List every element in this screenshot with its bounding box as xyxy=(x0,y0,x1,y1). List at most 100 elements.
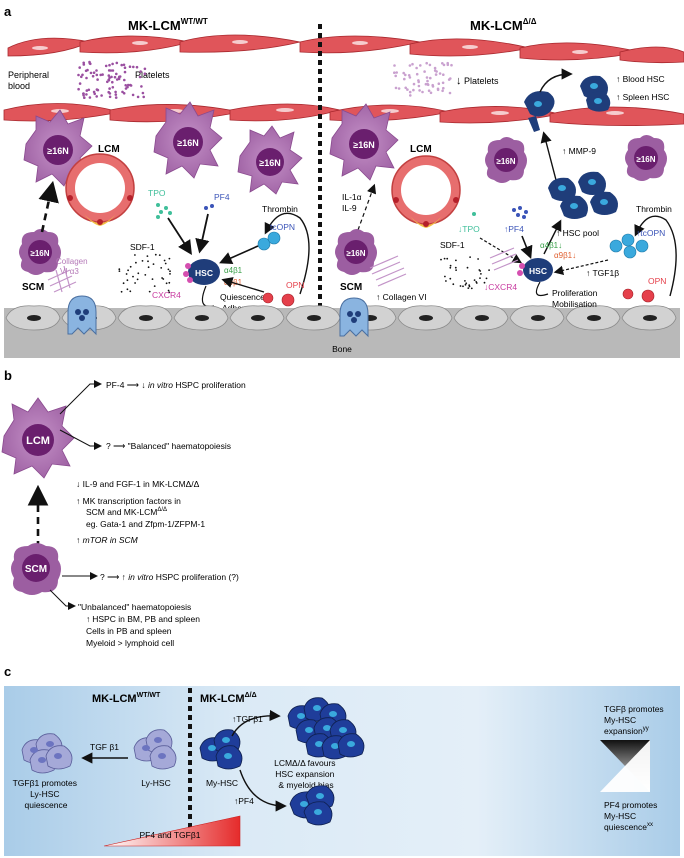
lcm-ploidy: ≥16N xyxy=(353,140,374,150)
endothelium-top xyxy=(7,34,684,64)
dot xyxy=(144,274,147,276)
tpo-dots-left xyxy=(156,203,172,219)
dot xyxy=(426,83,430,87)
pf4-arrow-right xyxy=(520,235,533,259)
mobilisation-label: Mobilisation xyxy=(552,299,597,309)
dot xyxy=(429,76,432,80)
dot xyxy=(397,87,401,90)
tgf-promotes-ly: TGFβ1 promotes Ly-HSC quiescence xyxy=(13,778,80,810)
my-hsc-nucleus xyxy=(323,725,331,731)
dot xyxy=(136,95,140,99)
dot xyxy=(433,66,437,70)
dot xyxy=(393,64,396,67)
lcm-cell-right: ≥16N xyxy=(237,125,303,195)
panel-c-label: c xyxy=(4,664,11,679)
tgfb-promotes-expansion: TGFβ promotes My-HSC expansionyy xyxy=(604,704,666,736)
dot xyxy=(82,63,86,66)
dot xyxy=(91,74,95,78)
dot xyxy=(118,268,121,271)
scm-to-lcm-arrow-right xyxy=(357,183,377,231)
tcopn-label-left: tcOPN xyxy=(270,222,295,232)
hsc-pool xyxy=(548,171,618,219)
dot xyxy=(408,90,412,94)
tgf-up-label: ↑TGFβ1 xyxy=(232,714,263,724)
pf4-label-left: PF4 xyxy=(214,192,230,202)
dot xyxy=(446,257,449,260)
dot xyxy=(128,65,132,68)
dot xyxy=(147,266,150,269)
thrombin-arrow-right xyxy=(634,215,677,297)
a4b1-right: α4β1↓ xyxy=(540,241,562,250)
pf4-up-arrow xyxy=(239,769,287,812)
il9-fgf1-line: ↓ IL-9 and FGF-1 in MK-LCMΔ/Δ xyxy=(76,479,200,489)
tcopn-label-right: ↑tcOPN xyxy=(636,228,665,238)
dot xyxy=(466,266,469,269)
tpo-arrow xyxy=(167,217,192,256)
dot xyxy=(92,71,96,74)
dot xyxy=(151,278,154,280)
dot xyxy=(126,288,129,291)
lcm-label-right: LCM xyxy=(410,144,432,155)
dot xyxy=(164,262,167,265)
dot xyxy=(141,260,144,262)
opn-balls-left xyxy=(262,292,295,307)
platelets-left xyxy=(77,60,147,99)
dot xyxy=(168,291,171,294)
dot xyxy=(441,89,444,93)
dot xyxy=(441,81,445,85)
dot xyxy=(117,77,121,81)
dot xyxy=(115,61,119,65)
dot xyxy=(444,275,446,278)
scm-cell-left: ≥16N xyxy=(19,229,61,275)
bone-cell-nucleus xyxy=(419,315,433,321)
dot xyxy=(441,62,444,65)
dot xyxy=(86,68,89,72)
my-hsc-nucleus xyxy=(339,727,347,733)
lcm-small-2: ≥16N xyxy=(625,135,667,181)
mmp9-label: ↑ MMP-9 xyxy=(562,146,596,156)
dot xyxy=(122,63,126,67)
tgf-up-arrow xyxy=(231,709,281,737)
cxcr4-label-right: ↓CXCR4 xyxy=(484,282,517,292)
dot xyxy=(120,290,123,293)
dot xyxy=(129,265,132,268)
dot xyxy=(118,270,121,272)
opn-arrow-left xyxy=(221,277,265,293)
dot xyxy=(107,74,111,77)
dot xyxy=(429,91,433,95)
dot xyxy=(168,257,171,260)
dot xyxy=(408,64,412,67)
pf4-dots-right xyxy=(512,206,528,219)
dot xyxy=(158,254,161,256)
quiescence-left: Quiescence xyxy=(220,292,265,302)
tcopn-balls-right xyxy=(609,233,649,259)
dot xyxy=(436,88,440,92)
tcopn-arrow-left xyxy=(219,245,259,264)
lcm-ploidy: ≥16N xyxy=(259,158,280,168)
scm-branch-down xyxy=(49,589,76,610)
left-title-c: MK-LCMWT/WT xyxy=(92,692,161,705)
dot xyxy=(161,277,164,279)
dot xyxy=(121,90,124,94)
sinusoid-left xyxy=(65,153,135,226)
dot xyxy=(95,88,99,91)
dot xyxy=(473,279,476,281)
dot xyxy=(449,77,452,80)
dot xyxy=(88,96,92,99)
dot xyxy=(163,259,166,262)
my-hsc-nucleus xyxy=(313,705,321,711)
dot xyxy=(409,94,412,97)
bone-cell-nucleus xyxy=(27,315,41,321)
platelets-down-arrow: ↓ xyxy=(456,75,462,87)
dot xyxy=(480,273,482,275)
dot xyxy=(120,63,123,67)
dot xyxy=(124,84,127,87)
dot xyxy=(454,266,457,269)
my-hsc-nucleus xyxy=(305,727,313,733)
dot xyxy=(152,263,155,265)
hsc-loop-arrow-right xyxy=(535,281,549,297)
proliferation-label: Proliferation xyxy=(552,288,598,298)
unbalanced-block: "Unbalanced" haematopoiesis ↑HSPC in BM,… xyxy=(78,602,202,648)
panel-b-label: b xyxy=(4,368,12,383)
dot xyxy=(95,69,98,72)
